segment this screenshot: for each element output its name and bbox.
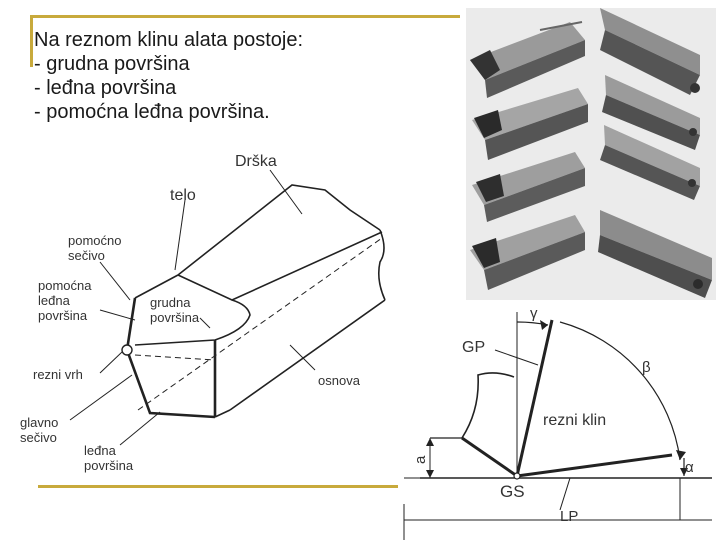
title-frame-left-bar <box>30 15 33 67</box>
tool-photo-7 <box>600 125 700 200</box>
label-alpha: α <box>685 459 694 476</box>
tool-photo-4 <box>470 215 585 290</box>
title-line-3: - leđna površina <box>34 77 177 99</box>
title-frame-top-bar <box>30 15 460 18</box>
label-ledna-line1: leđna <box>84 443 117 458</box>
tool-photo-collage <box>466 8 716 300</box>
leader-pomocna-ledna <box>99 309 136 321</box>
alpha-arrow <box>680 468 688 476</box>
leader-pomocno-secivo <box>99 261 131 301</box>
tool-photo-2 <box>472 88 588 160</box>
cutting-edge-outline <box>125 297 216 419</box>
beta-arc <box>559 321 681 461</box>
wedge-labels: γ GP β rezni klin a α GS LP <box>412 305 694 525</box>
leader-lp <box>559 477 571 511</box>
shank-bottom-edge <box>229 299 386 411</box>
leader-rezni-vrh <box>99 351 123 374</box>
label-pomocna-ledna-line3: površina <box>38 308 88 323</box>
label-gamma: γ <box>530 305 538 322</box>
tool-photo-5 <box>600 8 700 95</box>
label-glavno-secivo-line1: glavno <box>20 415 58 430</box>
label-rezni-klin: rezni klin <box>543 412 606 429</box>
title-line-1: Na reznom klinu alata postoje: <box>34 29 304 51</box>
label-glavno-secivo-line2: sečivo <box>20 430 57 445</box>
leader-gp <box>494 349 539 366</box>
label-beta: β <box>642 359 651 376</box>
depth-arrow-top <box>426 438 434 446</box>
slide-title: Na reznom klinu alata postoje: - grudna … <box>34 28 464 124</box>
rake-face-gp <box>515 319 554 477</box>
gamma-arrow <box>540 320 548 330</box>
cutting-tip-marker <box>121 344 133 356</box>
shank-top-edge <box>177 184 381 276</box>
workpiece-surface <box>461 436 518 478</box>
title-line-2: - grudna površina <box>34 53 190 75</box>
tool-photo-6 <box>602 75 700 150</box>
hidden-line-2 <box>134 354 216 361</box>
depth-arrow-bottom <box>426 470 434 478</box>
leader-ledna <box>119 411 161 446</box>
label-osnova: osnova <box>318 373 361 388</box>
head-bottom-corner <box>214 409 231 418</box>
tool-photo-1 <box>470 21 585 98</box>
rake-face-edge <box>134 299 251 346</box>
wedge-fill <box>517 320 670 476</box>
leader-telo <box>174 199 186 271</box>
tool-photo-3 <box>472 152 585 222</box>
label-pomocna-ledna-line1: pomoćna <box>38 278 92 293</box>
label-rezni-vrh: rezni vrh <box>33 367 83 382</box>
bottom-accent-bar <box>38 485 398 488</box>
label-pomocna-ledna-line2: leđna <box>38 293 71 308</box>
label-lp: LP <box>560 508 578 525</box>
label-grudna-line1: grudna <box>150 295 191 310</box>
label-a: a <box>412 455 429 464</box>
lathe-tool-drawing <box>69 169 386 446</box>
label-pomocno-secivo-line2: sečivo <box>68 248 105 263</box>
label-drska: Drška <box>235 153 277 170</box>
label-pomocno-secivo-line1: pomoćno <box>68 233 121 248</box>
lathe-tool-labels: Drška telo pomoćno sečivo pomoćna leđna … <box>20 153 361 473</box>
label-gp: GP <box>462 339 485 356</box>
cutting-wedge-diagram <box>403 312 712 540</box>
tool-tip-point <box>513 472 521 480</box>
leader-glavno-secivo <box>69 374 133 421</box>
label-ledna-line2: površina <box>84 458 134 473</box>
label-gs: GS <box>500 482 525 501</box>
label-telo: telo <box>170 187 196 204</box>
head-top-edge <box>134 274 179 299</box>
flank-face-lp <box>516 453 673 478</box>
leader-drska <box>269 169 303 215</box>
label-grudna-line2: površina <box>150 310 200 325</box>
shank-break-line <box>378 229 386 301</box>
title-line-4: - pomoćna leđna površina. <box>34 101 270 123</box>
leader-osnova <box>289 344 316 371</box>
leader-grudna <box>199 317 211 329</box>
beta-arrow <box>676 450 686 460</box>
tool-photo-8 <box>598 210 712 298</box>
shank-inner-edge <box>177 231 383 301</box>
workpiece-chip-curve <box>461 372 515 439</box>
